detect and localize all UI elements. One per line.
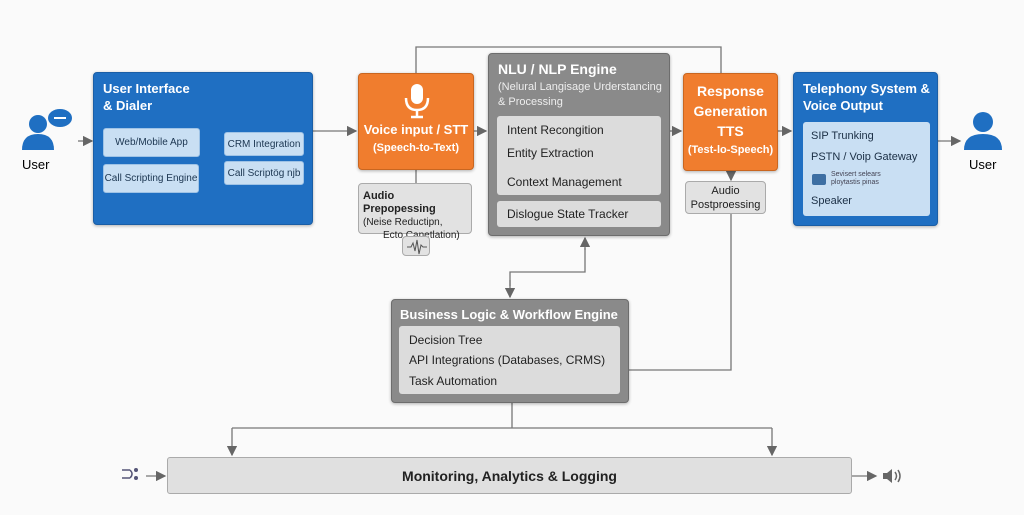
decision-tree: Decision Tree xyxy=(409,333,483,347)
sip-trunking: SIP Trunking xyxy=(811,130,874,142)
nlu-components: Intent Recongition Entity Extraction Con… xyxy=(497,116,661,195)
response-l3: TTS xyxy=(717,123,744,139)
call-scripting-engine[interactable]: Call Scripting Engine xyxy=(103,164,199,193)
response-l1: Response xyxy=(697,83,764,99)
response-generation-box: Response Generation TTS (Test-lo-Speech) xyxy=(683,73,778,171)
web-mobile-app[interactable]: Web/Mobile App xyxy=(103,128,200,157)
monitoring-label: Monitoring, Analytics & Logging xyxy=(402,467,617,484)
ui-dialer-title: User Interface& Dialer xyxy=(103,81,190,113)
audio-preprocessing-box: Audio Prepopessing (Neise Reductipn, Ect… xyxy=(358,183,472,241)
telephony-components: SIP Trunking PSTN / Voip Gateway Seviser… xyxy=(803,122,930,216)
speaker-icon xyxy=(881,467,903,485)
microphone-icon xyxy=(404,84,430,119)
telephony-title: Telephony System &Voice Output xyxy=(803,81,930,113)
voice-input-subtitle: (Speech-to-Text) xyxy=(373,142,459,154)
audio-pre-line2: Ecto Canetlation) xyxy=(383,230,460,241)
audio-pre-title: Audio Prepopessing xyxy=(363,190,436,215)
api-integrations: API Integrations (Databases, CRMS) xyxy=(409,353,606,367)
waveform-icon xyxy=(402,236,430,256)
audio-post-l1: Audio xyxy=(711,185,740,197)
audio-post-l2: Postproessing xyxy=(690,199,761,211)
voice-input-box: Voice input / STT (Speech-to-Text) xyxy=(358,73,474,170)
pstn-voip-gateway: PSTN / Voip Gateway xyxy=(811,151,918,163)
context-management: Context Management xyxy=(507,175,622,189)
business-title: Business Logic & Workflow Engine xyxy=(400,307,618,322)
response-l4: (Test-lo-Speech) xyxy=(687,144,774,156)
dialogue-state-tracker-label: Dislogue State Tracker xyxy=(507,207,629,221)
nlu-subtitle: (Nelural Langisage Urderstancing& Proces… xyxy=(498,81,662,108)
task-automation: Task Automation xyxy=(409,374,498,388)
speaker: Speaker xyxy=(811,195,852,207)
user-label-left: User xyxy=(22,157,50,172)
nlu-title: NLU / NLP Engine xyxy=(498,61,617,77)
call-scripting-hub[interactable]: Call Scriptög njb xyxy=(224,161,304,185)
workflow-icon xyxy=(120,466,142,482)
audio-pre-line1: (Neise Reductipn, xyxy=(363,217,443,228)
response-l2: Generation xyxy=(693,103,768,119)
entity-extraction: Entity Extraction xyxy=(507,146,594,160)
intent-recognition: Intent Recongition xyxy=(507,123,604,137)
monitoring-bar: Monitoring, Analytics & Logging xyxy=(167,457,852,494)
dialogue-state-tracker: Dislogue State Tracker xyxy=(497,201,661,227)
voice-input-title: Voice input / STT xyxy=(363,122,469,137)
server-icon xyxy=(812,174,826,185)
business-components: Decision Tree API Integrations (Database… xyxy=(399,326,620,394)
crm-integration[interactable]: CRM Integration xyxy=(224,132,304,156)
user-label-right: User xyxy=(969,157,997,172)
user-icon xyxy=(18,106,76,154)
user-icon-right xyxy=(962,108,1006,152)
